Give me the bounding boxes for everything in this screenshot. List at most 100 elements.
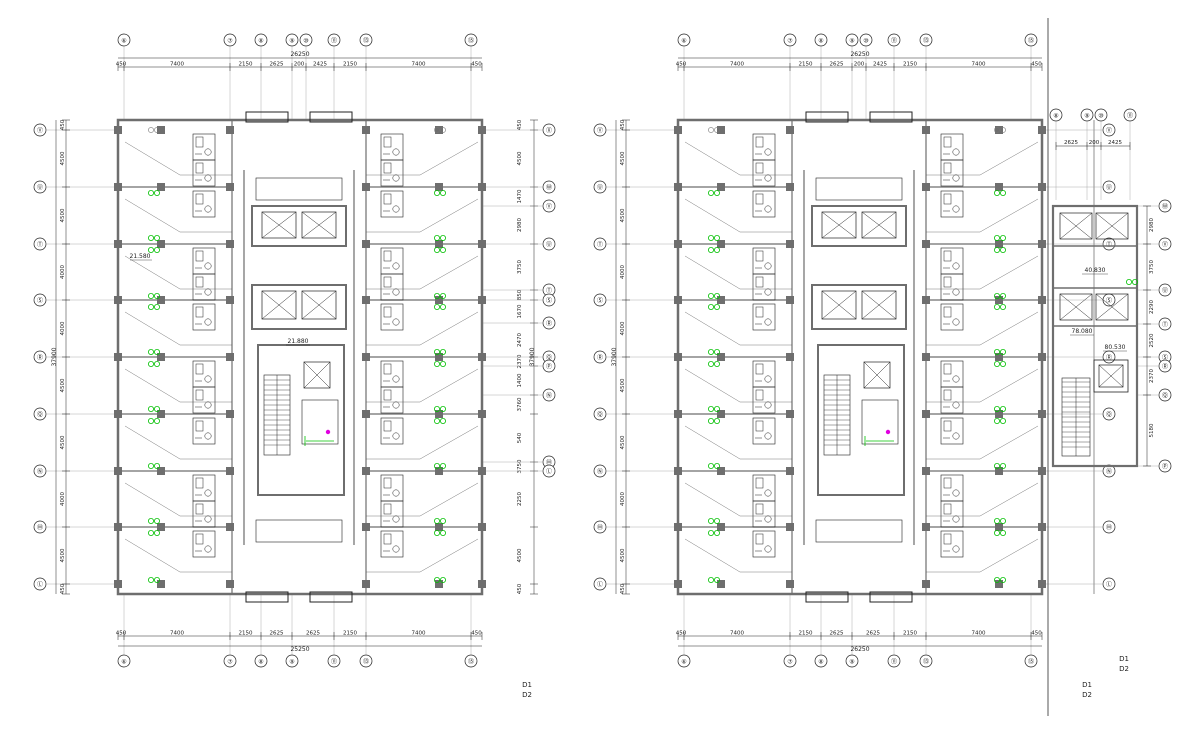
- dimension-value-top: 2425: [1108, 140, 1122, 146]
- elevator-cross: [1059, 293, 1093, 321]
- dimension-value-right: 4500: [517, 151, 523, 165]
- toilet: [195, 420, 204, 432]
- grid-bubble-label: Ⓥ: [1106, 126, 1112, 134]
- dimension-value-top: 2425: [313, 62, 327, 68]
- grid-bubble-top: ⑥: [117, 33, 131, 47]
- dimension-value-bottom: 2625: [866, 631, 880, 637]
- elevator-lobby-lower: [251, 284, 347, 330]
- bathroom-unit: [752, 133, 776, 161]
- grid-bubble-label: Ⓢ: [1162, 353, 1168, 361]
- toilet: [383, 162, 392, 174]
- light-fixture-symbol: [147, 189, 160, 196]
- structural-column: [717, 580, 725, 588]
- elevator-cross: [301, 211, 337, 239]
- dimension-value-right: 3750: [517, 260, 523, 274]
- grid-bubble-bottom: ⑮: [464, 654, 478, 668]
- fixture-circle: [1000, 189, 1007, 196]
- washbasin: [952, 515, 960, 523]
- room-layout-line: [419, 255, 479, 290]
- grid-bubble-left: Ⓥ: [593, 123, 607, 137]
- bathroom-unit: [192, 417, 216, 445]
- fixture-circle: [714, 417, 721, 424]
- light-fixture-symbol: [994, 360, 1007, 367]
- elevator-cross: [863, 361, 891, 389]
- fixture-circle: [153, 246, 160, 253]
- grid-bubble-label: Ⓡ: [546, 319, 552, 327]
- bathroom-unit: [192, 133, 216, 161]
- room-layout-line: [979, 368, 1039, 403]
- grid-bubble-label: ⑨: [289, 37, 294, 44]
- fixture-circle: [439, 303, 446, 310]
- grid-bubble-label: Ⓤ: [1162, 286, 1168, 294]
- grid-bubble-right: Ⓦ: [542, 180, 556, 194]
- toilet: [943, 306, 952, 318]
- light-fixture-symbol: [994, 518, 1007, 525]
- washbasin: [204, 401, 212, 409]
- washbasin: [952, 545, 960, 553]
- toilet: [195, 250, 204, 262]
- dimension-value-right: 1470: [517, 189, 523, 203]
- light-fixture-symbol: [994, 246, 1007, 253]
- fixture-circle: [1000, 360, 1007, 367]
- elevator-shaft: [821, 290, 857, 320]
- light-fixture-symbol: [433, 234, 446, 241]
- washbasin: [952, 318, 960, 326]
- structural-column: [1038, 580, 1046, 588]
- fixture-circle: [154, 127, 160, 133]
- grid-bubble-label: Ⓠ: [37, 410, 43, 418]
- fixture-circle: [147, 405, 154, 412]
- washbasin: [392, 401, 400, 409]
- bathroom-wall: [380, 500, 404, 528]
- room-layout-line: [684, 425, 741, 460]
- room-layout-line: [979, 198, 1039, 233]
- grid-bubble-bottom: ⑥: [117, 654, 131, 668]
- dimension-value-bottom: 2625: [306, 631, 320, 637]
- grid-bubble-label: Ⓜ: [597, 523, 603, 531]
- toilet: [383, 250, 392, 262]
- grid-bubble-bottom: ⑬: [919, 654, 933, 668]
- dimension-value-bottom: 450: [471, 631, 482, 637]
- structural-column: [478, 126, 486, 134]
- bathroom-unit: [192, 247, 216, 275]
- dimension-value-bottom: 7400: [972, 631, 986, 637]
- balcony-bottom: [805, 591, 849, 603]
- bathroom-unit: [380, 247, 404, 275]
- toilet: [195, 389, 204, 401]
- structural-column: [114, 580, 122, 588]
- grid-bubble-label: Ⓠ: [546, 353, 552, 361]
- bathroom-wall: [192, 190, 216, 218]
- toilet: [195, 136, 204, 148]
- elevator-lobby-upper: [251, 205, 347, 247]
- toilet: [195, 503, 204, 515]
- structural-column: [114, 126, 122, 134]
- light-fixture-symbol: [147, 348, 160, 355]
- fixture-circle: [153, 518, 160, 525]
- fixture-circle: [153, 417, 160, 424]
- structural-column: [226, 126, 234, 134]
- fixture-circle: [714, 518, 721, 525]
- grid-bubble-label: Ⓤ: [546, 240, 552, 248]
- toilet: [195, 162, 204, 174]
- elevator-cross: [1095, 212, 1129, 240]
- room-layout-line: [419, 368, 479, 403]
- bathroom-unit: [752, 500, 776, 528]
- dimension-value-right: 2470: [517, 333, 523, 347]
- structural-column: [1038, 126, 1046, 134]
- fixture-circle: [994, 189, 1001, 196]
- structural-column: [786, 126, 794, 134]
- washbasin: [392, 432, 400, 440]
- grid-bubble-label: ⑧: [818, 37, 823, 44]
- bathroom-unit: [752, 474, 776, 502]
- fixture-circle: [1000, 577, 1007, 584]
- grid-bubble-label: ⑦: [227, 37, 233, 44]
- grid-bubble-left: Ⓡ: [33, 350, 47, 364]
- light-fixture-symbol: [708, 303, 721, 310]
- light-fixture-symbol: [147, 577, 160, 584]
- room-layout-line: [124, 482, 181, 517]
- bathroom-wall: [380, 273, 404, 301]
- fixture-circle: [994, 405, 1001, 412]
- fixture-circle: [1000, 462, 1007, 469]
- dimension-value-left: 4500: [620, 435, 626, 449]
- grid-bubble-top: ⑩: [1094, 108, 1108, 122]
- room-layout-line: [979, 425, 1039, 460]
